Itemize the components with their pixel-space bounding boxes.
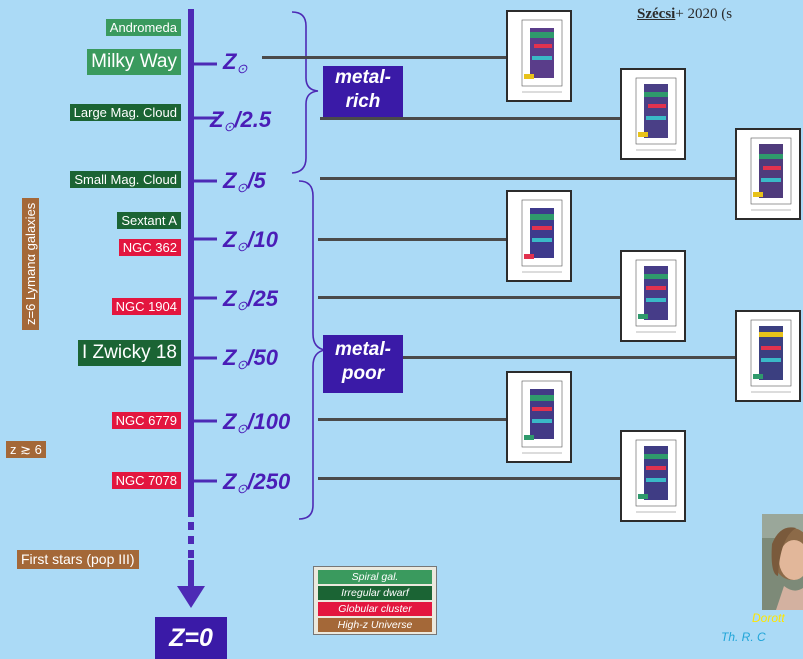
galaxy-label-ngc7078: NGC 7078 bbox=[111, 472, 181, 489]
plot-thumbnail bbox=[506, 190, 572, 282]
legend: Spiral gal. Irregular dwarf Globular clu… bbox=[313, 566, 437, 635]
plot-thumbnail-graphic bbox=[635, 259, 677, 333]
sun-symbol: ⊙ bbox=[236, 421, 248, 436]
plot-thumbnail bbox=[506, 371, 572, 463]
plot-thumbnail-graphic bbox=[635, 439, 677, 513]
sun-symbol: ⊙ bbox=[236, 61, 248, 76]
plot-thumbnail bbox=[506, 10, 572, 102]
metal-rich-line1: metal- bbox=[335, 67, 391, 88]
z-label-10: Z⊙/10 bbox=[223, 227, 278, 255]
z-label-50: Z⊙/50 bbox=[223, 345, 278, 373]
galaxy-label-andromeda: Andromeda bbox=[105, 19, 181, 36]
credit-affiliation: Th. R. C bbox=[721, 630, 766, 644]
connector-line bbox=[262, 56, 508, 59]
z-label-250: Z⊙/250 bbox=[223, 469, 290, 497]
z-symbol: Z bbox=[210, 107, 224, 132]
connector-line bbox=[320, 117, 620, 120]
galaxy-label-i-zwicky-18: I Zwicky 18 bbox=[77, 340, 181, 366]
sun-symbol: ⊙ bbox=[236, 180, 248, 195]
plot-thumbnail-graphic bbox=[521, 19, 563, 93]
z-symbol: Z bbox=[223, 49, 237, 74]
legend-high-z: High-z Universe bbox=[318, 618, 432, 632]
galaxy-label-first-stars: First stars (pop III) bbox=[17, 550, 139, 569]
plot-thumbnail bbox=[620, 68, 686, 160]
connector-line bbox=[318, 238, 508, 241]
metal-rich-box: metal- rich bbox=[323, 66, 403, 118]
z-symbol: Z bbox=[223, 409, 237, 434]
z-symbol: Z bbox=[223, 469, 237, 494]
z-symbol: Z bbox=[223, 286, 237, 311]
citation-author: Szécsi bbox=[637, 6, 676, 22]
z-label-100: Z⊙/100 bbox=[223, 409, 290, 437]
galaxy-label-ngc6779: NGC 6779 bbox=[111, 412, 181, 429]
connector-line bbox=[318, 296, 620, 299]
z-fraction: /5 bbox=[247, 168, 266, 193]
plot-thumbnail bbox=[735, 310, 801, 402]
z-symbol: Z bbox=[223, 168, 237, 193]
credit-name: Dorott bbox=[752, 611, 785, 625]
plot-thumbnail bbox=[620, 250, 686, 342]
metal-poor-line2: poor bbox=[341, 363, 385, 384]
plot-thumbnail-graphic bbox=[521, 380, 563, 454]
sun-symbol: ⊙ bbox=[236, 481, 248, 496]
connector-line bbox=[320, 177, 736, 180]
side-label-lyman: z=6 Lymanα galaxies bbox=[22, 198, 39, 330]
galaxy-label-ngc362: NGC 362 bbox=[118, 239, 181, 256]
galaxy-label-milky-way: Milky Way bbox=[87, 49, 181, 75]
z-fraction: /100 bbox=[247, 409, 291, 434]
z-label-25: Z⊙/25 bbox=[223, 286, 278, 314]
sun-symbol: ⊙ bbox=[236, 239, 248, 254]
galaxy-label-ngc1904: NGC 1904 bbox=[111, 298, 181, 315]
plot-thumbnail-graphic bbox=[521, 199, 563, 273]
author-photo-graphic bbox=[762, 514, 803, 610]
plot-thumbnail bbox=[735, 128, 801, 220]
legend-dwarf: Irregular dwarf bbox=[318, 586, 432, 600]
z-label-2-5: Z⊙/2.5 bbox=[210, 107, 271, 135]
sun-symbol: ⊙ bbox=[236, 357, 248, 372]
metal-poor-box: metal- poor bbox=[323, 335, 403, 393]
plot-thumbnail-graphic bbox=[750, 137, 792, 211]
galaxy-label-sextant-a: Sextant A bbox=[117, 212, 181, 229]
plot-thumbnail-graphic bbox=[635, 77, 677, 151]
z-fraction: /25 bbox=[247, 286, 278, 311]
citation-rest: + 2020 (s bbox=[675, 6, 733, 22]
z-fraction: /50 bbox=[247, 345, 278, 370]
plot-thumbnail-graphic bbox=[750, 319, 792, 393]
sun-symbol: ⊙ bbox=[223, 119, 235, 134]
sun-symbol: ⊙ bbox=[236, 298, 248, 313]
z-fraction: /2.5 bbox=[234, 107, 272, 132]
legend-globular: Globular cluster bbox=[318, 602, 432, 616]
z-symbol: Z bbox=[223, 345, 237, 370]
connector-line bbox=[318, 418, 508, 421]
author-photo bbox=[762, 514, 803, 610]
z-symbol: Z bbox=[223, 227, 237, 252]
connector-line bbox=[318, 477, 620, 480]
galaxy-label-smc: Small Mag. Cloud bbox=[70, 171, 181, 188]
metal-poor-line1: metal- bbox=[335, 339, 391, 360]
connector-line bbox=[403, 356, 736, 359]
z-label-solar: Z⊙ bbox=[223, 49, 247, 77]
z-fraction: /250 bbox=[247, 469, 291, 494]
galaxy-label-high-z: z ≳ 6 bbox=[6, 441, 46, 458]
legend-spiral: Spiral gal. bbox=[318, 570, 432, 584]
z-label-5: Z⊙/5 bbox=[223, 168, 266, 196]
z-fraction: /10 bbox=[247, 227, 278, 252]
z-zero-box: Z=0 bbox=[155, 617, 227, 659]
citation: Szécsi+ 2020 (s bbox=[637, 6, 732, 23]
metal-rich-line2: rich bbox=[345, 91, 381, 112]
galaxy-label-lmc: Large Mag. Cloud bbox=[69, 104, 181, 121]
plot-thumbnail bbox=[620, 430, 686, 522]
